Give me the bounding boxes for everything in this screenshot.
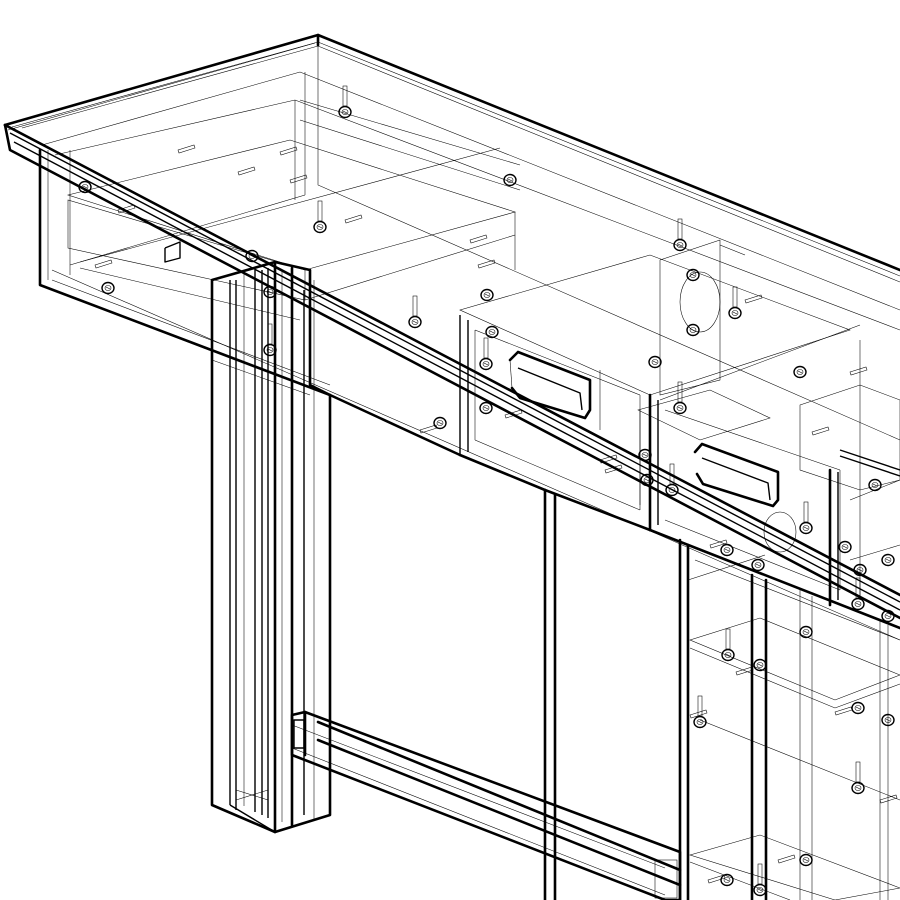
cam-lock-fitting [433, 416, 447, 430]
cam-lock-fitting [728, 286, 742, 320]
cam-lock-fitting [313, 200, 327, 234]
right-drawer-handle [693, 442, 780, 508]
cam-lock-fitting [693, 695, 707, 729]
left-drawer-box [66, 99, 521, 321]
wooden-dowel [289, 174, 308, 184]
wooden-dowel [744, 294, 763, 304]
cam-lock-fitting [753, 658, 767, 672]
mounting-plate [659, 239, 797, 553]
wooden-dowel [237, 166, 256, 176]
cam-lock-fitting [881, 609, 895, 623]
cam-lock-fitting [793, 365, 807, 379]
cam-lock-fitting [838, 540, 852, 554]
cam-lock-fitting [408, 295, 422, 329]
cam-lock-fitting [263, 323, 277, 357]
cam-lock-fitting [686, 268, 700, 282]
cam-lock-fitting [851, 761, 865, 795]
cam-lock-fitting [338, 85, 352, 119]
wooden-dowel [689, 709, 708, 719]
right-pedestal [543, 488, 900, 900]
stretcher-bar [290, 710, 682, 900]
wooden-dowel [735, 666, 754, 676]
left-leg [210, 260, 332, 834]
cam-lock-fitting [479, 337, 493, 371]
wooden-dowel [117, 204, 136, 214]
wooden-dowel [879, 794, 898, 804]
cam-lock-fitting [720, 873, 734, 887]
wooden-dowel [849, 366, 868, 376]
wooden-dowel [344, 214, 363, 224]
wooden-dowel [419, 424, 438, 434]
cam-lock-fitting [686, 323, 700, 337]
cam-lock-fitting [720, 543, 734, 557]
cam-lock-fitting [721, 628, 735, 662]
cam-lock-fitting [851, 577, 865, 611]
cam-lock-fitting [638, 448, 652, 462]
wooden-dowel [279, 146, 298, 156]
cam-lock-fitting [881, 713, 895, 727]
wooden-dowel [811, 426, 830, 436]
hardware-fittings [78, 85, 898, 897]
cam-lock-fitting [853, 563, 867, 577]
cam-lock-fitting [485, 325, 499, 339]
wooden-dowel [599, 454, 618, 464]
desk-apron [38, 45, 900, 641]
right-drawer-box [637, 324, 861, 591]
wooden-dowel [177, 144, 196, 154]
cam-lock-fitting [751, 558, 765, 572]
cam-lock-fitting [673, 218, 687, 252]
cam-lock-fitting [868, 478, 882, 492]
cam-lock-fitting [640, 473, 654, 487]
cam-lock-fitting [78, 180, 92, 194]
cam-lock-fitting [245, 249, 259, 263]
center-drawer-handle [508, 350, 592, 420]
cam-lock-fitting [799, 501, 813, 535]
center-drawer-box [459, 254, 851, 511]
cam-lock-fitting [503, 173, 517, 187]
wooden-dowel [834, 706, 853, 716]
cam-lock-fitting [480, 288, 494, 302]
cam-lock-fitting [673, 381, 687, 415]
cam-lock-fitting [881, 553, 895, 567]
cam-lock-fitting [799, 853, 813, 867]
cam-lock-fitting [799, 625, 813, 639]
wooden-dowel [504, 409, 523, 419]
wooden-dowel [469, 234, 488, 244]
wooden-dowel [777, 854, 796, 864]
cam-lock-fitting [851, 701, 865, 715]
cam-lock-fitting [263, 285, 277, 299]
cam-lock-fitting [101, 281, 115, 295]
wooden-dowel [94, 259, 113, 269]
cam-lock-fitting [753, 863, 767, 897]
wooden-dowel [477, 259, 496, 269]
wooden-dowel [604, 464, 623, 474]
wooden-dowel [707, 874, 726, 884]
cam-lock-fitting [479, 401, 493, 415]
desk-top [3, 33, 900, 620]
wooden-dowel [709, 539, 728, 549]
cam-lock-fitting [665, 463, 679, 497]
cam-lock-fitting [648, 355, 662, 369]
